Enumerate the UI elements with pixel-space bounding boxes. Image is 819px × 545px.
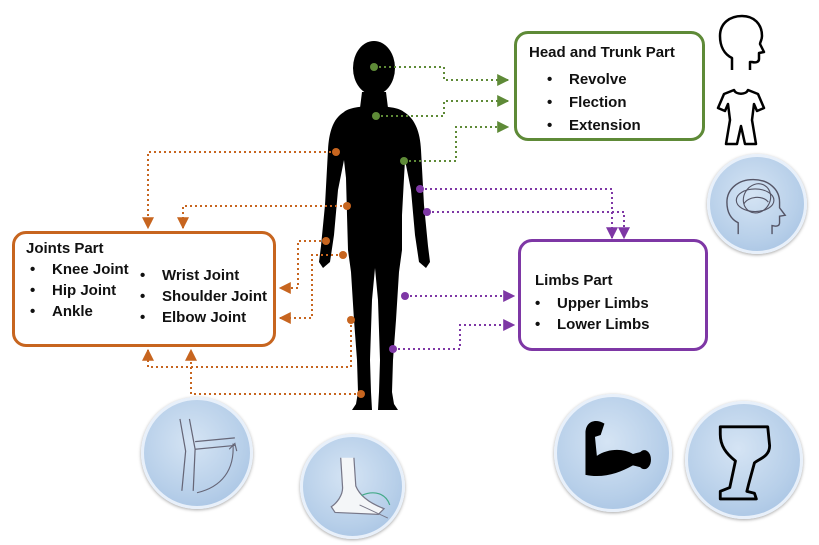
joints-title: Joints Part bbox=[26, 240, 273, 257]
limbs-box: Limbs Part Upper Limbs Lower Limbs bbox=[518, 239, 708, 351]
list-item: Revolve bbox=[547, 68, 702, 91]
head-trunk-list: Revolve Flection Extension bbox=[547, 68, 702, 137]
flexed-arm-icon bbox=[554, 394, 672, 512]
bent-leg-icon bbox=[685, 401, 803, 519]
limbs-list: Upper Limbs Lower Limbs bbox=[535, 293, 705, 335]
limbs-title: Limbs Part bbox=[535, 272, 705, 289]
human-silhouette-icon bbox=[319, 41, 430, 410]
list-item: Flection bbox=[547, 91, 702, 114]
torso-icon bbox=[714, 86, 768, 148]
joints-box: Joints Part Knee Joint Hip Joint Ankle W… bbox=[12, 231, 276, 347]
brain-rotation-icon bbox=[707, 154, 807, 254]
head-profile-icon bbox=[714, 12, 768, 74]
list-item: Shoulder Joint bbox=[140, 286, 267, 307]
joints-list-right: Wrist Joint Shoulder Joint Elbow Joint bbox=[140, 265, 267, 328]
list-item: Extension bbox=[547, 114, 702, 137]
list-item: Lower Limbs bbox=[535, 314, 705, 335]
joints-list-left: Knee Joint Hip Joint Ankle bbox=[30, 259, 140, 328]
list-item: Hip Joint bbox=[30, 280, 140, 301]
head-trunk-box: Head and Trunk Part Revolve Flection Ext… bbox=[514, 31, 705, 141]
foot-ankle-icon bbox=[300, 434, 405, 539]
list-item: Ankle bbox=[30, 301, 140, 322]
list-item: Upper Limbs bbox=[535, 293, 705, 314]
leg-flexion-icon bbox=[141, 397, 253, 509]
list-item: Wrist Joint bbox=[140, 265, 267, 286]
list-item: Knee Joint bbox=[30, 259, 140, 280]
head-trunk-title: Head and Trunk Part bbox=[529, 44, 702, 61]
list-item: Elbow Joint bbox=[140, 307, 267, 328]
